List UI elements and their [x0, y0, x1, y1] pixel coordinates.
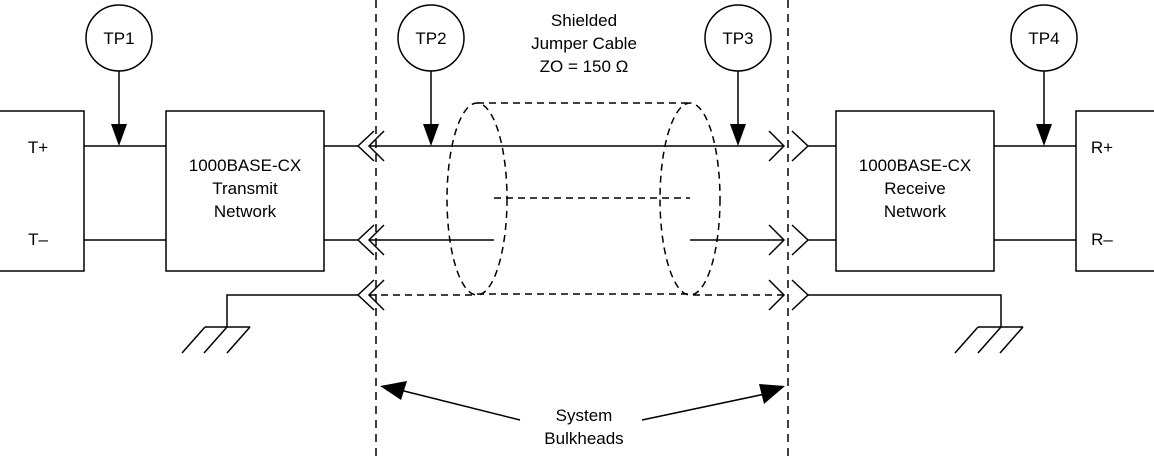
bulkheads-label-line2: Bulkheads — [544, 429, 623, 448]
receive-network-box: 1000BASE-CX Receive Network — [835, 110, 995, 272]
tp3-label: TP3 — [722, 29, 753, 48]
right-ground — [808, 294, 1024, 354]
bulkhead-arrow-left — [380, 381, 521, 421]
test-point-tp4: TP4 — [1010, 4, 1078, 146]
tp1-label: TP1 — [103, 29, 134, 48]
receive-network-line3: Network — [884, 202, 947, 221]
bulkheads-label: System Bulkheads — [544, 406, 623, 448]
transmit-network-line2: Transmit — [212, 179, 278, 198]
left-connectors — [356, 130, 385, 311]
receiver-device: R+ R– — [1075, 110, 1154, 272]
cable-label: Shielded Jumper Cable ZO = 150 Ω — [531, 11, 637, 76]
cable-label-line2: Jumper Cable — [531, 34, 637, 53]
left-ground — [181, 294, 358, 354]
transmitter-device: T+ T– — [0, 110, 85, 272]
t-minus-label: T– — [28, 230, 48, 249]
transmit-network-line1: 1000BASE-CX — [189, 156, 301, 175]
cable-shield — [369, 102, 784, 296]
r-minus-label: R– — [1091, 230, 1113, 249]
cable-label-line1: Shielded — [551, 11, 617, 30]
test-point-tp1: TP1 — [85, 4, 153, 146]
transmit-network-box: 1000BASE-CX Transmit Network — [165, 110, 325, 272]
test-point-tp3: TP3 — [704, 4, 772, 146]
test-point-tp2: TP2 — [397, 4, 465, 146]
bulkheads-label-line1: System — [556, 406, 613, 425]
tp4-label: TP4 — [1028, 29, 1059, 48]
transmit-network-line3: Network — [214, 202, 277, 221]
bulkhead-arrow-right — [641, 384, 785, 421]
t-plus-label: T+ — [28, 138, 48, 157]
r-plus-label: R+ — [1091, 138, 1113, 157]
receive-network-line2: Receive — [884, 179, 945, 198]
cable-label-line3: ZO = 150 Ω — [540, 57, 629, 76]
tp2-label: TP2 — [415, 29, 446, 48]
receive-network-line1: 1000BASE-CX — [859, 156, 971, 175]
